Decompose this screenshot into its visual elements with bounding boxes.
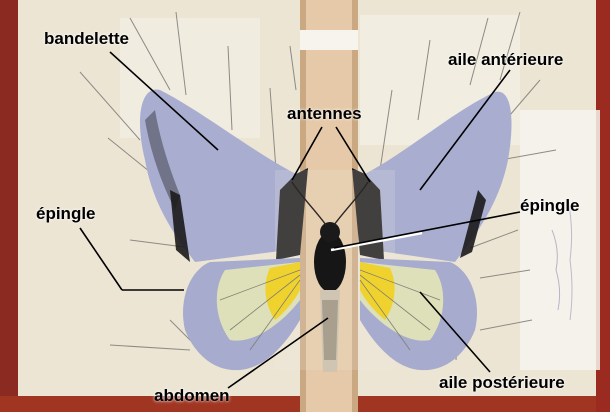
label-abdomen: abdomen: [154, 386, 230, 406]
label-aile-posterieure: aile postérieure: [439, 373, 565, 393]
left-red-edge: [0, 0, 18, 412]
label-bandelette: bandelette: [44, 29, 129, 49]
label-antennes: antennes: [287, 104, 362, 124]
abdomen-shade: [322, 300, 338, 360]
label-epingle-right: épingle: [520, 196, 580, 216]
label-aile-anterieure: aile antérieure: [448, 50, 563, 70]
groove-paper: [300, 30, 358, 50]
paper-strip: [520, 110, 600, 370]
butterfly-head: [320, 222, 340, 242]
label-epingle-left: épingle: [36, 204, 96, 224]
